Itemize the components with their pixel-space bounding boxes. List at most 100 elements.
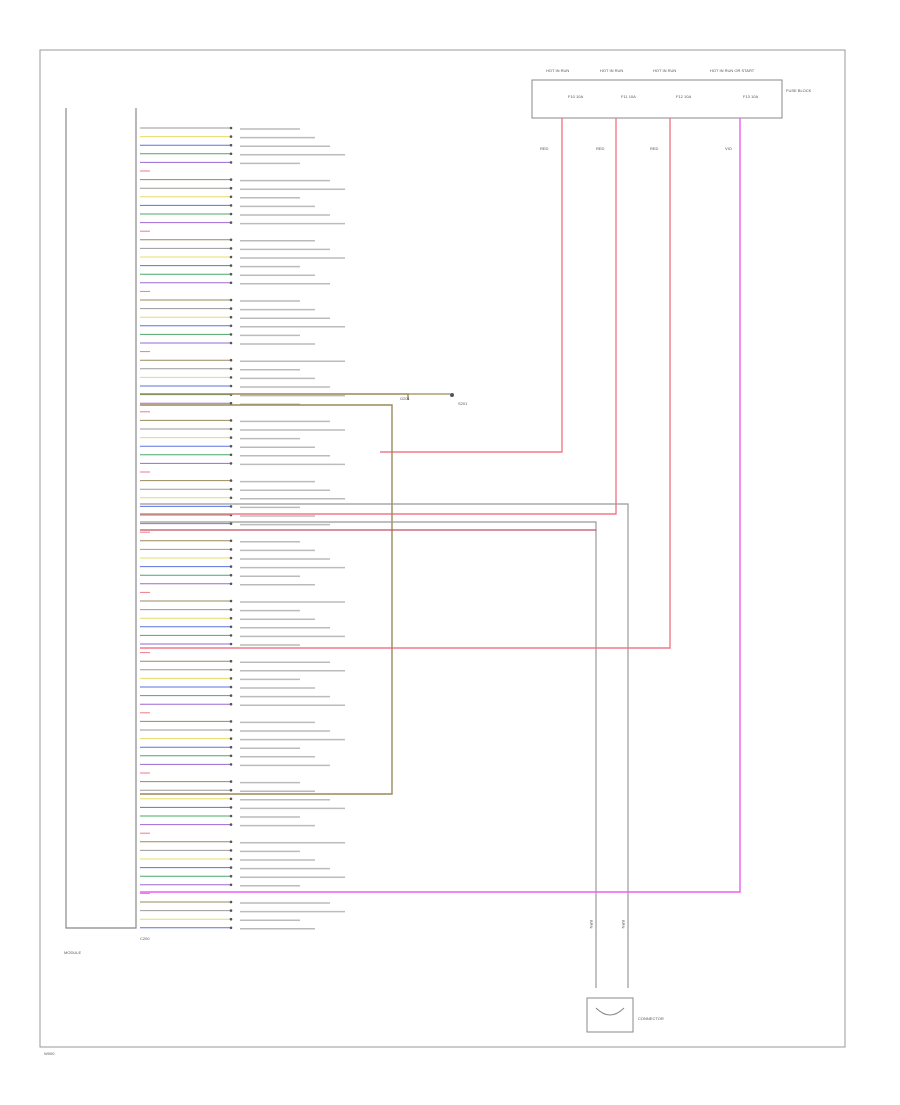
fuse-header-4: HOT IN RUN OR START [710, 68, 755, 73]
module-pin-end: C200 [140, 936, 150, 941]
pin-terminal [229, 333, 233, 336]
pin-terminal [229, 126, 233, 130]
pin-terminal [229, 823, 233, 826]
fuse-label-3: F12 10A [676, 94, 691, 99]
pin-terminal [229, 384, 233, 388]
pin-terminal [229, 642, 233, 646]
splice-label: S201 [458, 401, 468, 406]
pin-terminal [229, 315, 233, 319]
pin-terminal [229, 909, 233, 912]
bus-wire: S201 [140, 393, 468, 795]
pin-terminal [229, 186, 233, 190]
pin-terminal [229, 143, 233, 147]
pin-terminal [229, 780, 233, 783]
pin-terminal [229, 376, 233, 379]
pin-terminal [229, 152, 233, 156]
pin-terminal [229, 883, 233, 887]
pin-terminal [229, 840, 233, 844]
pin-terminal [229, 634, 233, 637]
pin-terminal [229, 487, 233, 491]
pin-terminal [229, 522, 233, 525]
pin-terminal [229, 427, 233, 431]
pin-terminal [229, 505, 233, 508]
pin-terminal [229, 556, 233, 560]
pin-terminal [229, 763, 233, 766]
fuse-header-1: HOT IN RUN [546, 68, 569, 73]
power-feeds [140, 118, 741, 893]
splice-dot [450, 393, 454, 397]
diagram-frame [39, 49, 846, 1048]
bottom-connector: CONNECTOR [586, 997, 664, 1033]
pin-terminal [229, 135, 233, 138]
pin-terminal [229, 367, 233, 371]
pin-terminal [229, 917, 233, 921]
pin-terminal [229, 926, 233, 930]
pin-terminal [229, 745, 233, 749]
pin-terminal [229, 616, 233, 620]
pin-terminal [229, 677, 233, 680]
fuse-box-label: FUSE BLOCK [786, 88, 812, 93]
feed-wire-2 [140, 118, 617, 515]
feed-wire-1 [380, 118, 563, 453]
pin-terminal [229, 582, 233, 586]
pin-terminal [229, 797, 233, 801]
pin-terminal [229, 866, 233, 869]
pin-terminal [229, 255, 233, 259]
pin-terminal [229, 694, 233, 697]
pin-terminal [229, 238, 233, 242]
pin-terminal [229, 814, 233, 818]
pin-terminal [229, 436, 233, 439]
pin-terminal [229, 324, 233, 328]
pin-terminal [229, 728, 233, 732]
fuse-label-1: F10 10A [568, 94, 583, 99]
pin-terminal [229, 479, 233, 482]
pin-terminal [229, 900, 233, 904]
pin-terminal [229, 212, 233, 216]
ground-label: G201 [400, 396, 411, 401]
fuse-wire-color-3: RED [650, 146, 659, 151]
pin-terminal [229, 685, 233, 689]
pin-terminal [229, 754, 233, 758]
pin-terminal [229, 401, 233, 405]
pin-terminal [229, 573, 233, 577]
pin-terminal [229, 272, 233, 276]
fuse-block: FUSE BLOCK HOT IN RUN HOT IN RUN HOT IN … [531, 68, 812, 151]
fuse-wire-color-1: RED [540, 146, 549, 151]
fuse-box [531, 79, 783, 119]
pin-terminal [229, 849, 233, 852]
pin-terminal [229, 548, 233, 551]
pin-terminal [229, 247, 233, 250]
pin-terminal [229, 161, 233, 164]
fuse-label-4: F13 10A [743, 94, 758, 99]
pin-terminal [229, 307, 233, 310]
pin-terminal [229, 496, 233, 500]
fuse-header-2: HOT IN RUN [600, 68, 623, 73]
pin-terminal [229, 444, 233, 448]
pin-terminal [229, 264, 233, 267]
pin-terminal [229, 659, 233, 663]
pin-terminal [229, 668, 233, 672]
pin-terminal [229, 737, 233, 740]
conn-wire-a: BRN [589, 920, 594, 929]
pin-terminal [229, 625, 233, 629]
pin-terminal [229, 453, 233, 457]
pin-terminal [229, 788, 233, 792]
pin-terminal [229, 358, 233, 362]
pin-terminal [229, 419, 233, 422]
feed-wire-3 [140, 118, 671, 649]
pin-terminal [229, 857, 233, 861]
pin-terminal [229, 178, 233, 181]
pin-terminal [229, 195, 233, 199]
fuse-label-2: F11 10A [621, 94, 636, 99]
pin-terminal [229, 599, 233, 603]
fuse-wire-color-4: VIO [725, 146, 732, 151]
connector-label: CONNECTOR [638, 1016, 664, 1021]
module-label: MODULE [64, 950, 81, 955]
fuse-header-3: HOT IN RUN [653, 68, 676, 73]
pin-terminal [229, 806, 233, 809]
pin-terminal [229, 204, 233, 207]
pin-terminal [229, 565, 233, 568]
control-module: MODULE C200 [64, 108, 150, 955]
